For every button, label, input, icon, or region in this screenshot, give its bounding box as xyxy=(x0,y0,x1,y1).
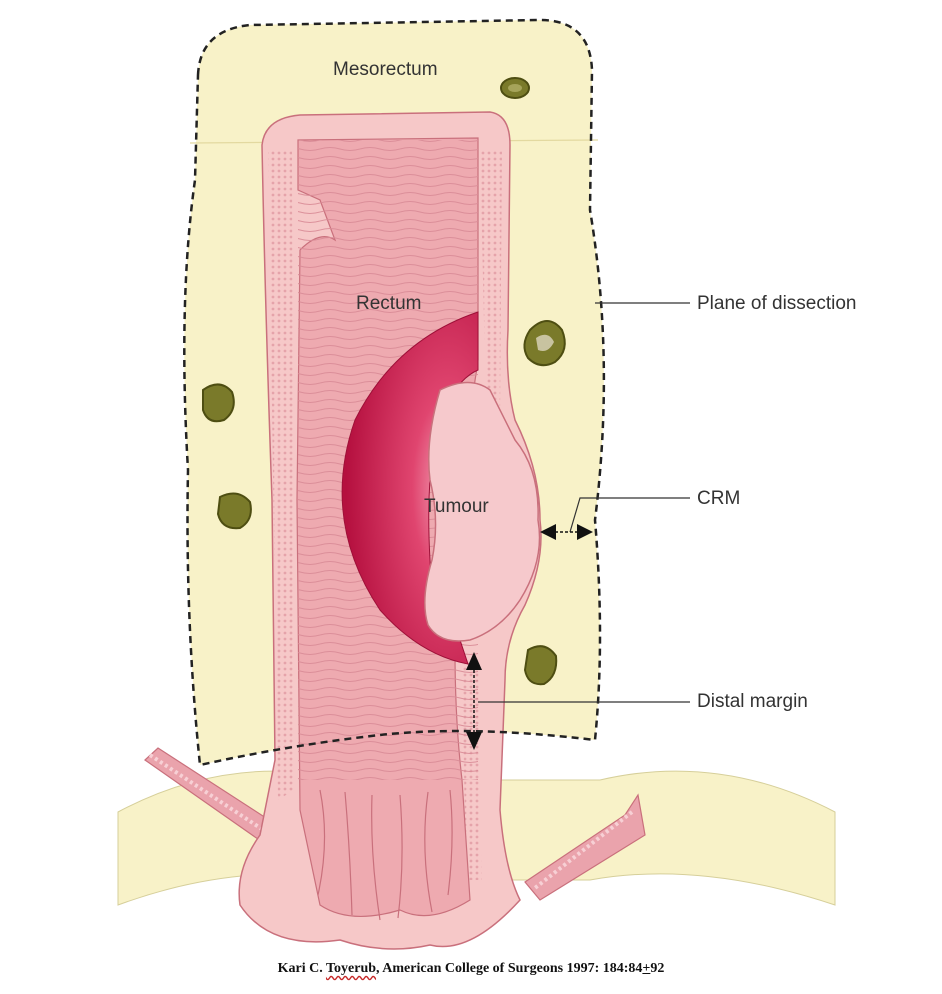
distal-margin-label: Distal margin xyxy=(697,691,808,713)
rectum-label: Rectum xyxy=(356,293,421,315)
citation-end: 92 xyxy=(650,961,664,976)
plane-of-dissection-label: Plane of dissection xyxy=(697,293,857,315)
citation-author-name: Toyerub xyxy=(326,961,376,976)
tumour-label: Tumour xyxy=(424,496,489,518)
citation-author-pre: Kari C. xyxy=(278,961,326,976)
citation-caption: Kari C. Toyerub, American College of Sur… xyxy=(0,961,942,977)
mesorectum-label: Mesorectum xyxy=(333,59,438,81)
citation-rest: , American College of Surgeons 1997: 184… xyxy=(376,961,642,976)
crm-label: CRM xyxy=(697,488,740,510)
